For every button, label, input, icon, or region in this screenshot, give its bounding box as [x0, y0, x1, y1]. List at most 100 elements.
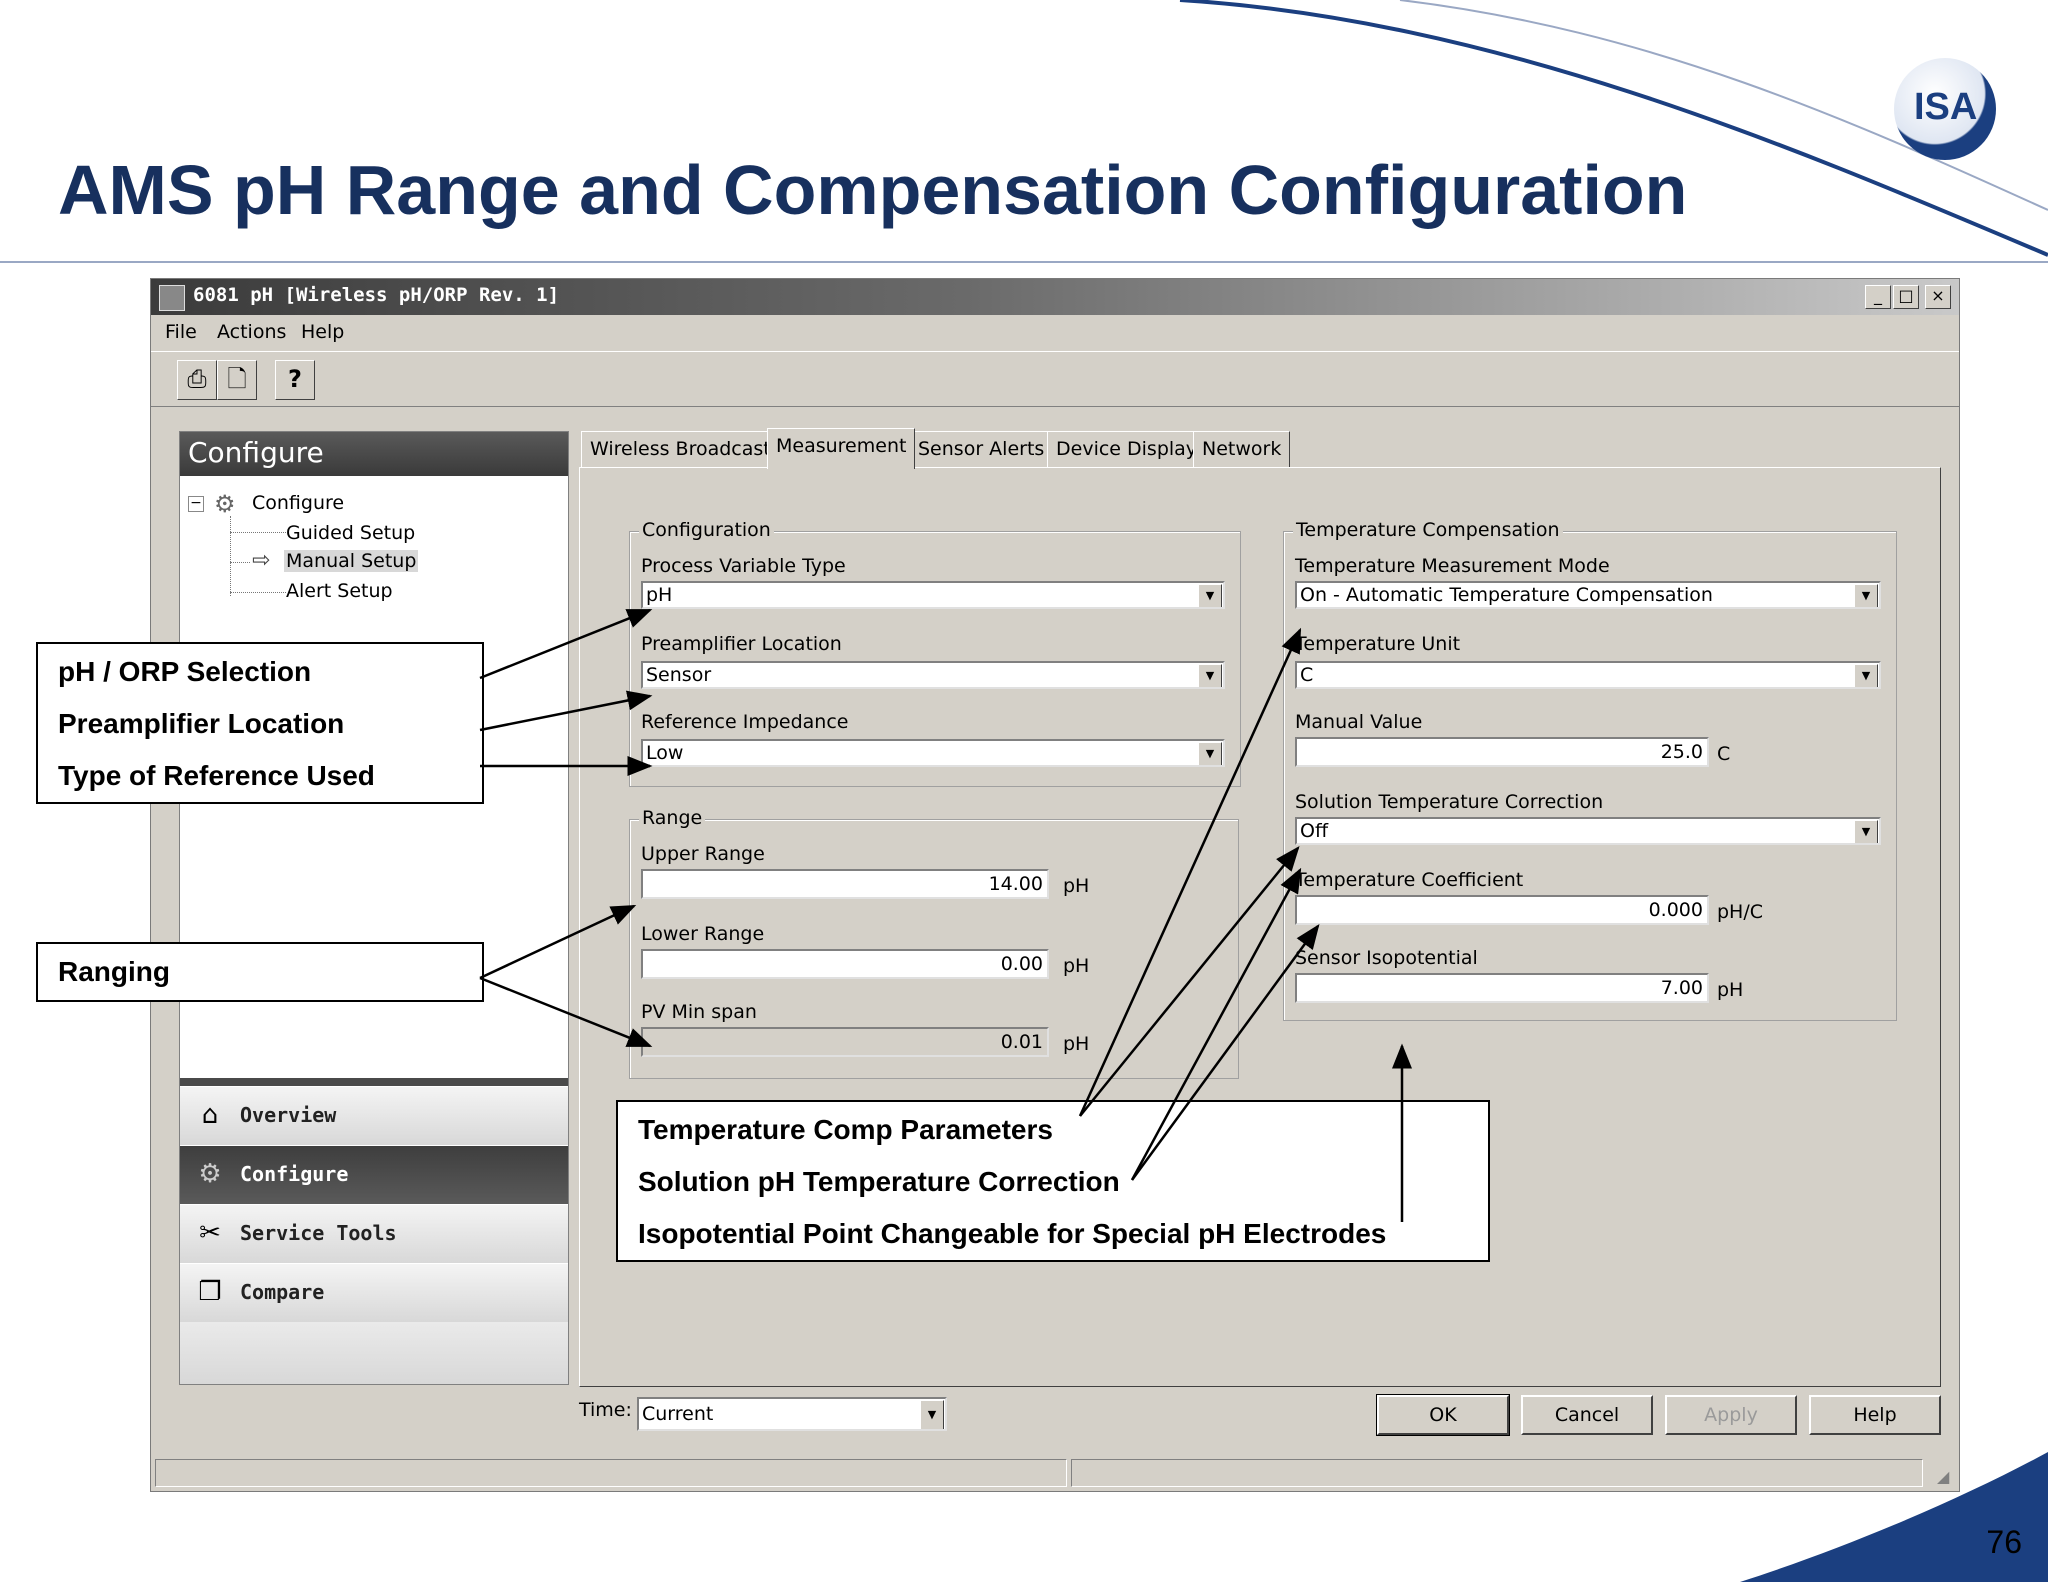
menu-bar: File Actions Help	[151, 315, 1959, 349]
preamp-label: Preamplifier Location	[641, 633, 842, 655]
left-panel-header: Configure	[180, 432, 568, 476]
pv-type-value: pH	[646, 584, 673, 606]
isa-logo: ISA	[1894, 58, 1996, 160]
lower-range-input[interactable]: 0.00	[641, 949, 1049, 979]
nav-service-tools-label: Service Tools	[240, 1221, 397, 1245]
ref-impedance-select[interactable]: Low ▼	[641, 739, 1225, 767]
tree-item-alert-setup[interactable]: Alert Setup	[286, 580, 393, 602]
temp-mode-label: Temperature Measurement Mode	[1295, 555, 1610, 577]
chevron-down-icon[interactable]: ▼	[1854, 820, 1878, 843]
gear-icon: ⚙	[214, 490, 236, 518]
chevron-down-icon[interactable]: ▼	[1198, 664, 1222, 687]
chevron-down-icon[interactable]: ▼	[1198, 584, 1222, 607]
tree-item-guided-setup[interactable]: Guided Setup	[286, 522, 416, 544]
title-bar[interactable]: 6081 pH [Wireless pH/ORP Rev. 1] _ □ ×	[151, 279, 1959, 315]
nav-configure-label: Configure	[240, 1162, 349, 1186]
pv-min-span-unit: pH	[1063, 1033, 1090, 1055]
tree-connector	[230, 516, 231, 596]
ref-impedance-value: Low	[646, 742, 684, 764]
print-preview-icon[interactable]: 🗋	[217, 360, 257, 400]
app-window: 6081 pH [Wireless pH/ORP Rev. 1] _ □ × F…	[150, 278, 1960, 1492]
solution-temp-select[interactable]: Off ▼	[1295, 817, 1881, 845]
temp-unit-label: Temperature Unit	[1295, 633, 1461, 655]
callout-solution: Solution pH Temperature Correction	[638, 1166, 1120, 1197]
toolbar: ⎙ 🗋 ?	[151, 351, 1959, 407]
manual-value-unit: C	[1717, 743, 1731, 765]
temp-unit-select[interactable]: C ▼	[1295, 661, 1881, 689]
callout-reference: Type of Reference Used	[58, 760, 375, 791]
lower-range-label: Lower Range	[641, 923, 765, 945]
chevron-down-icon[interactable]: ▼	[1854, 584, 1878, 607]
cancel-button[interactable]: Cancel	[1521, 1395, 1653, 1435]
ref-impedance-label: Reference Impedance	[641, 711, 849, 733]
header-swoosh	[0, 0, 2048, 263]
tab-measurement[interactable]: Measurement	[767, 428, 916, 469]
help-button[interactable]: Help	[1809, 1395, 1941, 1435]
tree-expander[interactable]: −	[188, 496, 204, 512]
resize-grip-icon[interactable]: ◢	[1937, 1467, 1950, 1486]
tree-root-configure[interactable]: Configure	[252, 492, 345, 514]
nav-service-tools[interactable]: ✂ Service Tools	[180, 1204, 568, 1264]
apply-button[interactable]: Apply	[1665, 1395, 1797, 1435]
manual-value-input[interactable]: 25.0	[1295, 737, 1709, 767]
configuration-group-title: Configuration	[639, 519, 774, 541]
nav-configure[interactable]: ⚙ Configure	[180, 1145, 568, 1205]
ok-button[interactable]: OK	[1376, 1394, 1510, 1436]
close-button[interactable]: ×	[1925, 285, 1951, 309]
app-icon	[159, 285, 185, 311]
home-icon: ⌂	[201, 1100, 219, 1130]
time-label: Time:	[579, 1399, 632, 1421]
pv-min-span-input[interactable]: 0.01	[641, 1027, 1049, 1057]
print-icon[interactable]: ⎙	[177, 360, 217, 400]
temp-mode-select[interactable]: On - Automatic Temperature Compensation …	[1295, 581, 1881, 609]
nav-footer	[180, 1322, 568, 1384]
preamp-value: Sensor	[646, 664, 712, 686]
upper-range-input[interactable]: 14.00	[641, 869, 1049, 899]
lower-range-unit: pH	[1063, 955, 1090, 977]
pv-type-select[interactable]: pH ▼	[641, 581, 1225, 609]
nav-compare[interactable]: ❐ Compare	[180, 1263, 568, 1323]
tab-network[interactable]: Network	[1193, 431, 1291, 468]
temp-mode-value: On - Automatic Temperature Compensation	[1300, 584, 1713, 606]
preamp-select[interactable]: Sensor ▼	[641, 661, 1225, 689]
callout-preamp: Preamplifier Location	[58, 708, 345, 739]
menu-actions[interactable]: Actions	[217, 321, 287, 343]
chevron-down-icon[interactable]: ▼	[1854, 664, 1878, 687]
slide-title: AMS pH Range and Compensation Configurat…	[58, 151, 1688, 229]
nav-overview[interactable]: ⌂ Overview	[180, 1086, 568, 1146]
sensor-iso-unit: pH	[1717, 979, 1744, 1001]
status-pane-right	[1071, 1459, 1923, 1487]
temp-coef-label: Temperature Coefficient	[1295, 869, 1524, 891]
solution-temp-value: Off	[1300, 820, 1329, 842]
temp-coef-unit: pH/C	[1717, 901, 1764, 923]
chevron-down-icon[interactable]: ▼	[1198, 742, 1222, 765]
range-group-title: Range	[639, 807, 706, 829]
temp-comp-group-title: Temperature Compensation	[1293, 519, 1563, 541]
tab-wireless-broadcast[interactable]: Wireless Broadcast	[581, 431, 780, 468]
sensor-iso-input[interactable]: 7.00	[1295, 973, 1709, 1003]
callout-selection: pH / ORP Selection Preamplifier Location…	[36, 642, 484, 804]
chevron-down-icon[interactable]: ▼	[920, 1400, 944, 1429]
gear-icon: ⚙	[198, 1159, 222, 1189]
tab-sensor-alerts[interactable]: Sensor Alerts	[909, 431, 1054, 468]
context-help-icon[interactable]: ?	[275, 360, 315, 400]
minimize-button[interactable]: _	[1865, 285, 1891, 309]
maximize-button[interactable]: □	[1893, 285, 1919, 309]
temp-coef-input[interactable]: 0.000	[1295, 895, 1709, 925]
menu-file[interactable]: File	[165, 321, 197, 343]
solution-temp-label: Solution Temperature Correction	[1295, 791, 1604, 813]
time-value: Current	[642, 1403, 714, 1425]
callout-isopotential: Isopotential Point Changeable for Specia…	[638, 1218, 1387, 1249]
upper-range-label: Upper Range	[641, 843, 765, 865]
panel-splitter[interactable]	[180, 1078, 568, 1086]
time-select[interactable]: Current ▼	[637, 1397, 947, 1431]
isa-logo-text: ISA	[1914, 86, 1978, 128]
tools-icon: ✂	[199, 1218, 221, 1248]
compare-icon: ❐	[198, 1277, 222, 1307]
pv-type-label: Process Variable Type	[641, 555, 846, 577]
page-number: 76	[1986, 1524, 2022, 1560]
callout-temp-comp: Temperature Comp Parameters	[638, 1114, 1053, 1145]
menu-help[interactable]: Help	[301, 321, 345, 343]
tab-device-display[interactable]: Device Display	[1047, 431, 1207, 468]
tree-item-manual-setup[interactable]: Manual Setup	[284, 550, 419, 572]
